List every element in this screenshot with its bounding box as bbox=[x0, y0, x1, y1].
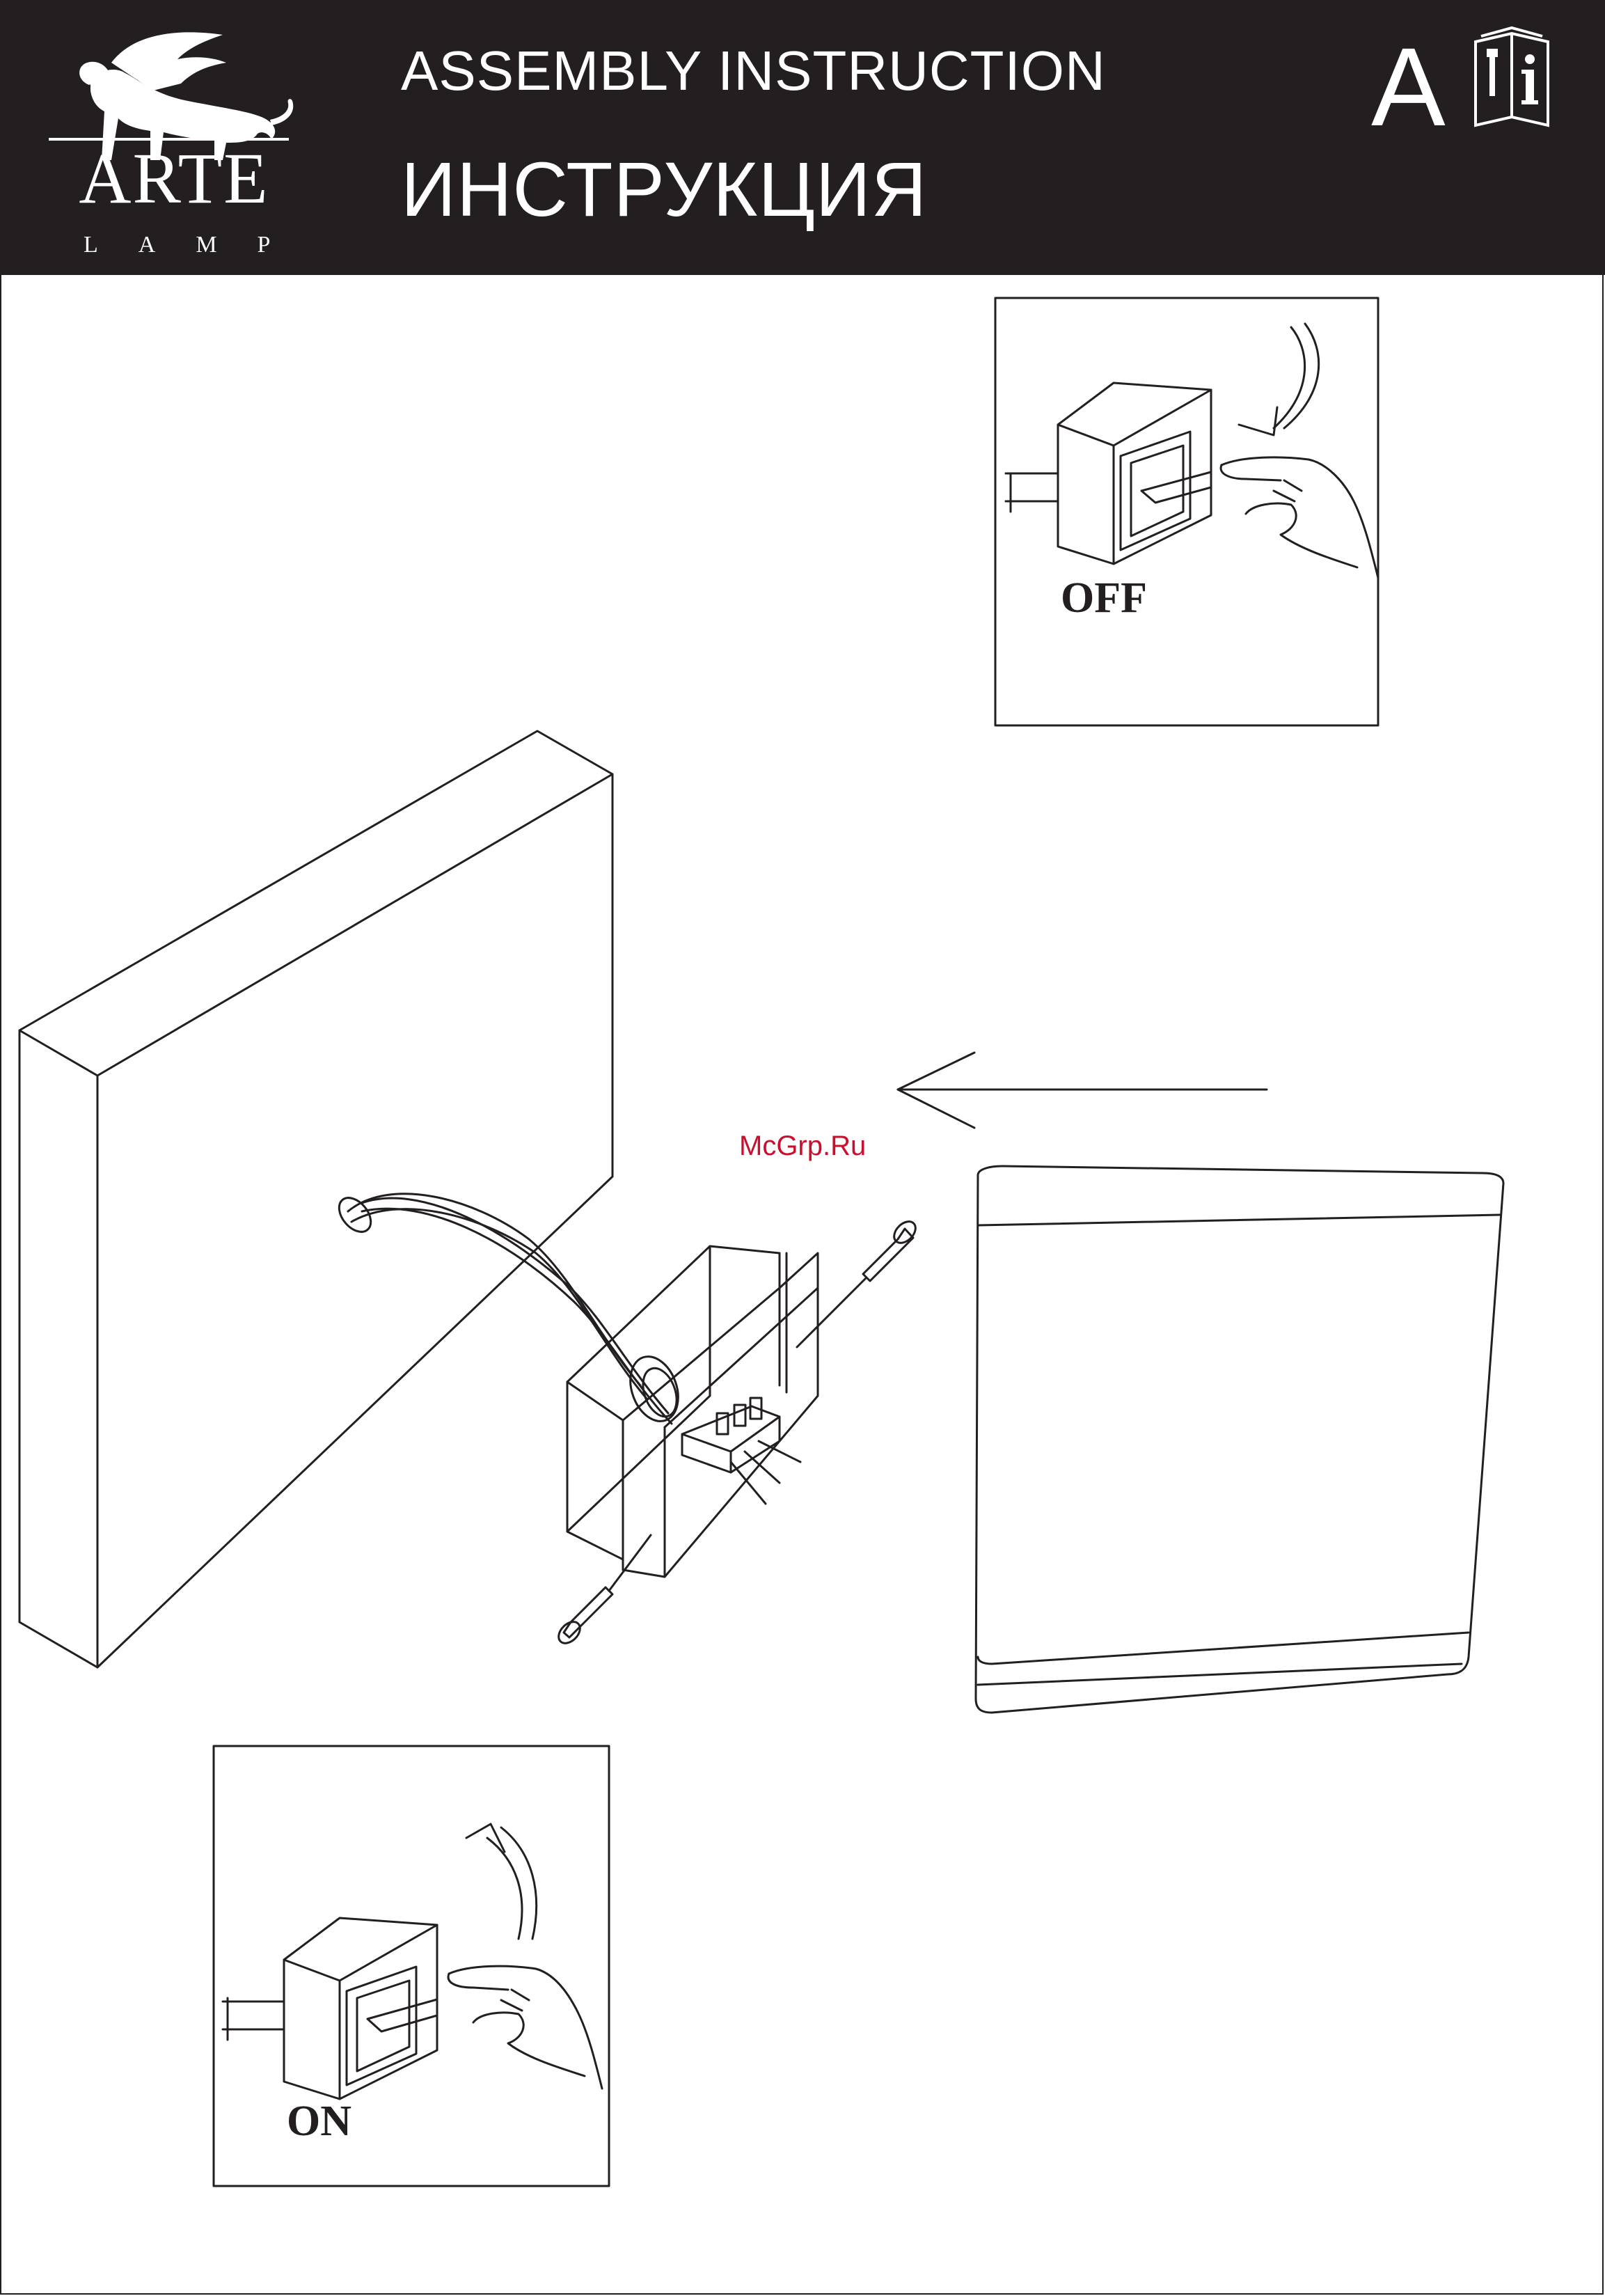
lamp-body bbox=[976, 1166, 1503, 1713]
watermark-text: McGrp.Ru bbox=[739, 1132, 866, 1160]
off-inset-frame bbox=[995, 298, 1378, 725]
on-inset-frame bbox=[214, 1746, 609, 2186]
wall-block bbox=[19, 731, 612, 1667]
off-label: OFF bbox=[1061, 576, 1147, 620]
on-label: ON bbox=[287, 2100, 351, 2143]
